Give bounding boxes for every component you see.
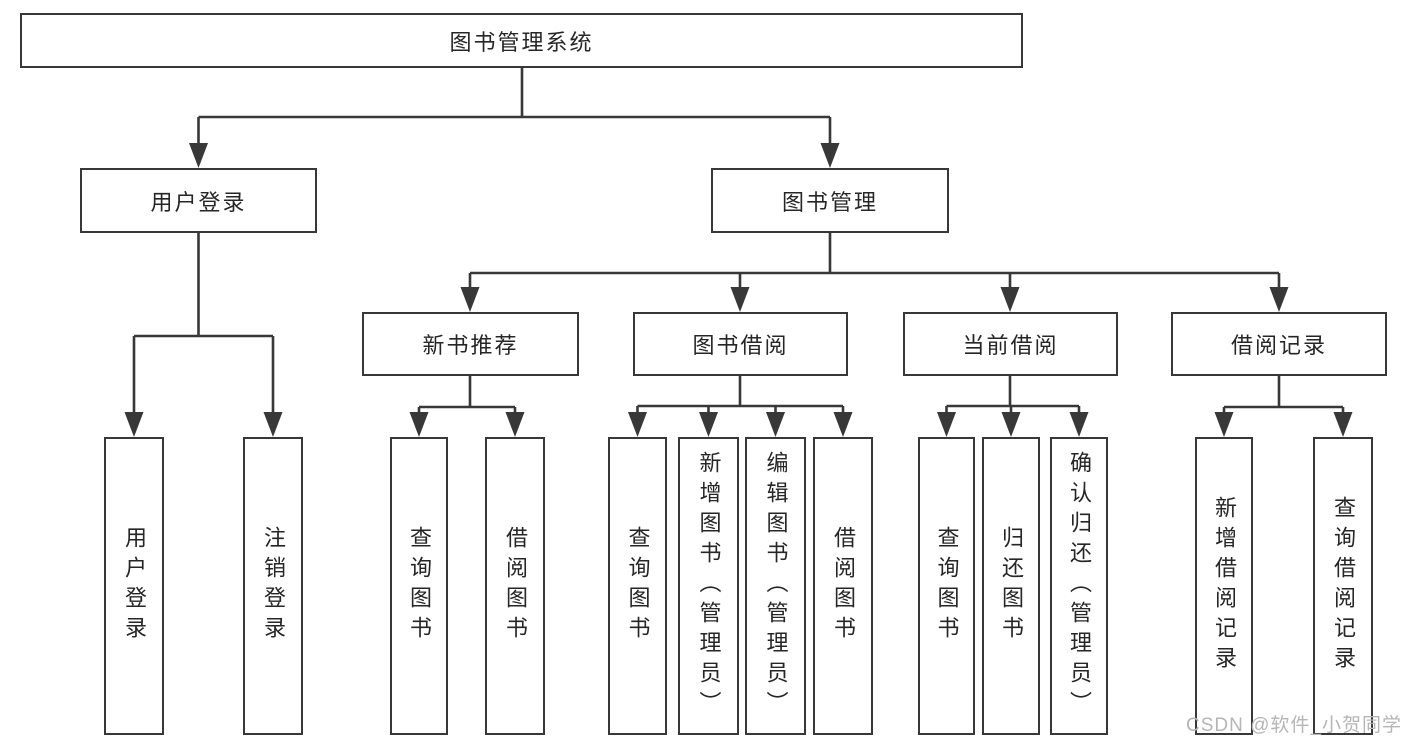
node-user-login: 用户登录 (80, 168, 317, 233)
leaf-edit-books-admin: 编辑图书（管理员） (745, 437, 806, 735)
node-label: 图书管理系统 (449, 29, 594, 55)
node-new-book-recommend: 新书推荐 (362, 312, 579, 376)
node-label: 查询图书 (625, 526, 651, 646)
leaf-recommend-query-books: 查询图书 (390, 437, 448, 735)
node-label: 图书借阅 (692, 333, 789, 358)
leaf-borrowing-query-books: 查询图书 (608, 437, 667, 735)
arrowheads (124, 143, 1353, 437)
node-label: 借阅图书 (831, 526, 856, 646)
node-label: 查询图书 (934, 526, 960, 646)
node-label: 查询借阅记录 (1331, 496, 1356, 676)
leaf-current-query-books: 查询图书 (918, 437, 975, 735)
node-borrowing-records: 借阅记录 (1171, 312, 1387, 376)
leaf-return-books: 归还图书 (982, 437, 1040, 735)
node-book-management: 图书管理 (711, 168, 949, 233)
node-book-borrowing: 图书借阅 (633, 312, 848, 376)
leaf-confirm-return-admin: 确认归还（管理员） (1050, 437, 1108, 735)
node-label: 归还图书 (999, 526, 1024, 646)
node-label: 借阅记录 (1230, 333, 1327, 358)
leaf-logout-login: 注销登录 (243, 437, 303, 735)
node-label: 当前借阅 (962, 333, 1059, 358)
node-label: 新增图书（管理员） (696, 451, 722, 721)
leaf-user-login: 用户登录 (104, 437, 164, 735)
node-label: 用户登录 (122, 526, 147, 646)
node-label: 新增借阅记录 (1212, 496, 1237, 676)
node-label: 图书管理 (781, 189, 878, 215)
node-label: 查询图书 (407, 526, 432, 646)
leaf-borrowing-borrow-books: 借阅图书 (813, 437, 873, 735)
node-label: 新书推荐 (422, 333, 519, 358)
leaf-add-books-admin: 新增图书（管理员） (678, 437, 739, 735)
node-label: 用户登录 (150, 189, 247, 215)
leaf-recommend-borrow-books: 借阅图书 (485, 437, 545, 735)
leaf-add-borrow-record: 新增借阅记录 (1195, 437, 1253, 735)
node-label: 确认归还（管理员） (1067, 451, 1092, 721)
node-current-borrowing: 当前借阅 (903, 312, 1118, 376)
watermark: CSDN @软件_小贺同学 (1186, 715, 1402, 736)
node-label: 编辑图书（管理员） (763, 451, 789, 721)
node-label: 借阅图书 (503, 526, 528, 646)
leaf-query-borrow-record: 查询借阅记录 (1313, 437, 1373, 735)
node-label: 注销登录 (261, 526, 286, 646)
node-library-management-system: 图书管理系统 (20, 13, 1023, 68)
